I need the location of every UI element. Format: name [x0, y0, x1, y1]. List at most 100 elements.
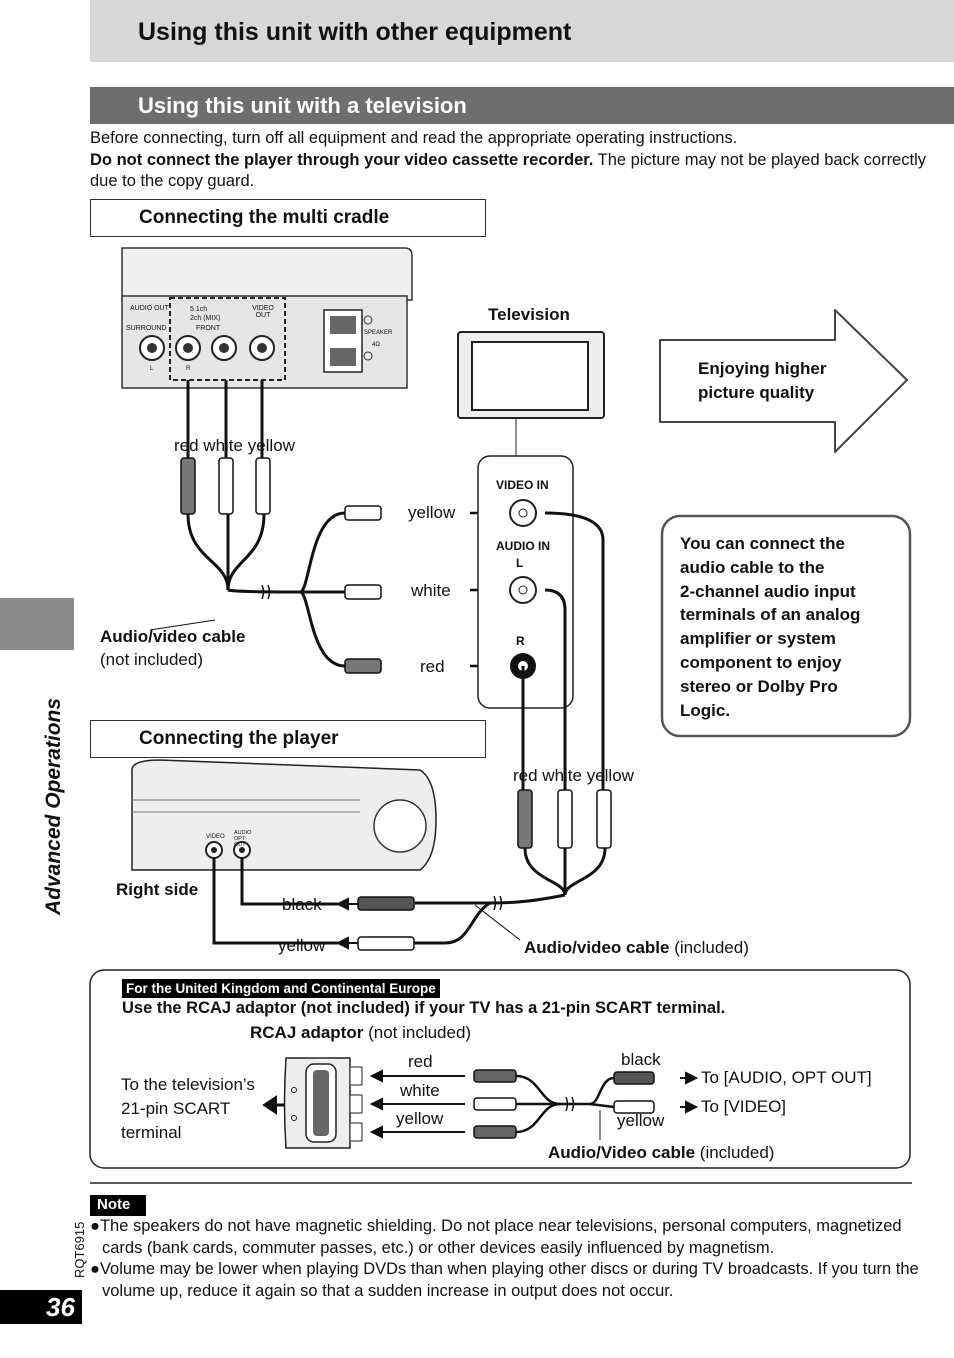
- warning-bold: Do not connect the player through your v…: [90, 150, 594, 169]
- quality-callout-text: Enjoying higher picture quality: [698, 357, 826, 405]
- note-item: ●Volume may be lower when playing DVDs t…: [90, 1260, 919, 1300]
- tv-audio-in-label: AUDIO IN: [496, 539, 550, 553]
- right-side-label: Right side: [116, 880, 199, 899]
- rcaj-adaptor-graphic: [283, 1057, 363, 1149]
- intro-text: Before connecting, turn off all equipmen…: [90, 128, 930, 193]
- intro-warning: Do not connect the player through your v…: [90, 150, 930, 193]
- audio-callout-line: 2-channel audio input: [680, 581, 856, 601]
- cradle-panel-graphic: [121, 247, 413, 389]
- panel-label-audio-out: AUDIO OUT: [130, 305, 169, 312]
- panel-label-mode: 5.1ch: [190, 306, 208, 313]
- quality-line: picture quality: [698, 383, 815, 402]
- quality-line: Enjoying higher: [698, 359, 827, 378]
- uk-plugs: [473, 1069, 655, 1139]
- break-marks: [261, 584, 271, 600]
- panel-label-speaker: SPEAKER: [364, 330, 393, 336]
- cable-yellow-label: yellow: [408, 503, 456, 522]
- tv-cables: [412, 511, 607, 945]
- doc-code: RQT6915: [72, 1221, 87, 1278]
- audio-callout-line: stereo or Dolby Pro: [680, 676, 838, 696]
- uk-cable-caption: Audio/Video cable (included): [548, 1143, 774, 1163]
- cradle-section-box: Connecting the multi cradle: [90, 199, 486, 237]
- av-cable-note: (not included): [100, 650, 204, 669]
- note-tag: Note: [90, 1195, 146, 1216]
- intro-line: Before connecting, turn off all equipmen…: [90, 129, 738, 147]
- player-jack-video: VIDEO: [206, 834, 225, 840]
- television-graphic: [457, 331, 605, 709]
- audio-callout-text: You can connect the audio cable to the 2…: [680, 532, 860, 722]
- uk-red-label: red: [408, 1052, 433, 1071]
- yellow-plug-label: yellow: [278, 936, 326, 955]
- audio-callout-line: terminals of an analog: [680, 605, 861, 625]
- uk-heading: Use the RCAJ adaptor (not included) if y…: [122, 999, 726, 1017]
- player-break-marks: [474, 895, 521, 941]
- panel-label-mode2: 2ch (MIX): [190, 315, 221, 322]
- player-graphic: [131, 759, 437, 945]
- side-tab-label: Advanced Operations: [42, 697, 65, 915]
- scart-line: terminal: [121, 1123, 182, 1142]
- note-item: ●The speakers do not have magnetic shiel…: [90, 1217, 902, 1257]
- cradle-cables: [186, 380, 346, 668]
- to-video-label: To [VIDEO]: [701, 1097, 787, 1116]
- player-cable-label: Audio/video cable: [524, 938, 670, 957]
- note-list: ●The speakers do not have magnetic shiel…: [90, 1216, 920, 1302]
- rcaj-note: (not included): [363, 1023, 472, 1042]
- player-cable-caption: Audio/video cable (included): [524, 938, 749, 958]
- uk-white-label: white: [400, 1081, 440, 1100]
- player-plug-colors: red white yellow: [513, 766, 634, 785]
- panel-label-ohm: 4Ω: [372, 342, 380, 348]
- cradle-plugs: [180, 457, 382, 674]
- panel-label-surround: SURROUND: [126, 325, 167, 332]
- player-cable-plugs: [357, 789, 612, 951]
- uk-yellow-right-label: yellow: [617, 1111, 665, 1130]
- player-section-box: Connecting the player: [90, 720, 486, 758]
- section-title: Using this unit with a television: [138, 93, 467, 118]
- audio-callout-box: [660, 514, 912, 738]
- warning-rest: The picture may not be played back corre…: [90, 150, 926, 191]
- panel-label-video-out: VIDEO OUT: [252, 305, 274, 319]
- uk-cables: [515, 1074, 615, 1140]
- audio-callout-line: audio cable to the: [680, 557, 825, 577]
- player-cable-note: (included): [669, 938, 749, 957]
- cable-white-label: white: [411, 581, 451, 600]
- tv-l-label: L: [516, 556, 524, 570]
- panel-label-front: FRONT: [196, 325, 221, 332]
- tv-r-label: R: [516, 634, 525, 648]
- page-number: 36: [46, 1292, 75, 1322]
- uk-black-label: black: [621, 1050, 661, 1069]
- audio-callout-line: amplifier or system: [680, 629, 836, 649]
- uk-yellow-left-label: yellow: [396, 1109, 444, 1128]
- panel-label-l: L: [150, 366, 154, 372]
- cradle-section-title: Connecting the multi cradle: [139, 207, 390, 228]
- page-title: Using this unit with other equipment: [138, 18, 572, 46]
- minijack-arrows: [335, 897, 358, 950]
- scart-text: To the television’s 21-pin SCART termina…: [121, 1073, 255, 1145]
- av-cable-label: Audio/video cable: [100, 627, 246, 646]
- audio-callout-line: component to enjoy: [680, 652, 842, 672]
- scart-line: To the television’s: [121, 1075, 255, 1094]
- audio-callout-line: Logic.: [680, 700, 731, 720]
- side-tab-marker: [0, 598, 74, 650]
- note-tag-label: Note: [97, 1196, 131, 1213]
- section-header: Using this unit with a television: [90, 87, 954, 124]
- cable-red-label: red: [420, 657, 445, 676]
- panel-label-r: R: [186, 366, 191, 372]
- uk-cable-note: (included): [695, 1143, 775, 1162]
- cradle-plug-colors: red white yellow: [174, 436, 295, 455]
- rcaj-label: RCAJ adaptor: [250, 1023, 364, 1042]
- player-section-title: Connecting the player: [139, 728, 339, 749]
- player-jack-audio: AUDIO OPT OUT: [234, 830, 252, 848]
- quality-callout-arrow: [659, 309, 908, 453]
- uk-arrows: [262, 1069, 699, 1139]
- tv-video-in-label: VIDEO IN: [496, 478, 549, 492]
- uk-tag: For the United Kingdom and Continental E…: [122, 979, 440, 998]
- television-label: Television: [488, 305, 570, 324]
- to-audio-label: To [AUDIO, OPT OUT]: [701, 1068, 872, 1087]
- audio-callout-line: You can connect the: [680, 534, 845, 553]
- page-number-box: 36: [0, 1290, 82, 1324]
- black-plug-label: black: [282, 895, 322, 914]
- rcaj-caption: RCAJ adaptor (not included): [250, 1023, 471, 1043]
- page-header: Using this unit with other equipment: [90, 0, 954, 62]
- scart-line: 21-pin SCART: [121, 1099, 231, 1118]
